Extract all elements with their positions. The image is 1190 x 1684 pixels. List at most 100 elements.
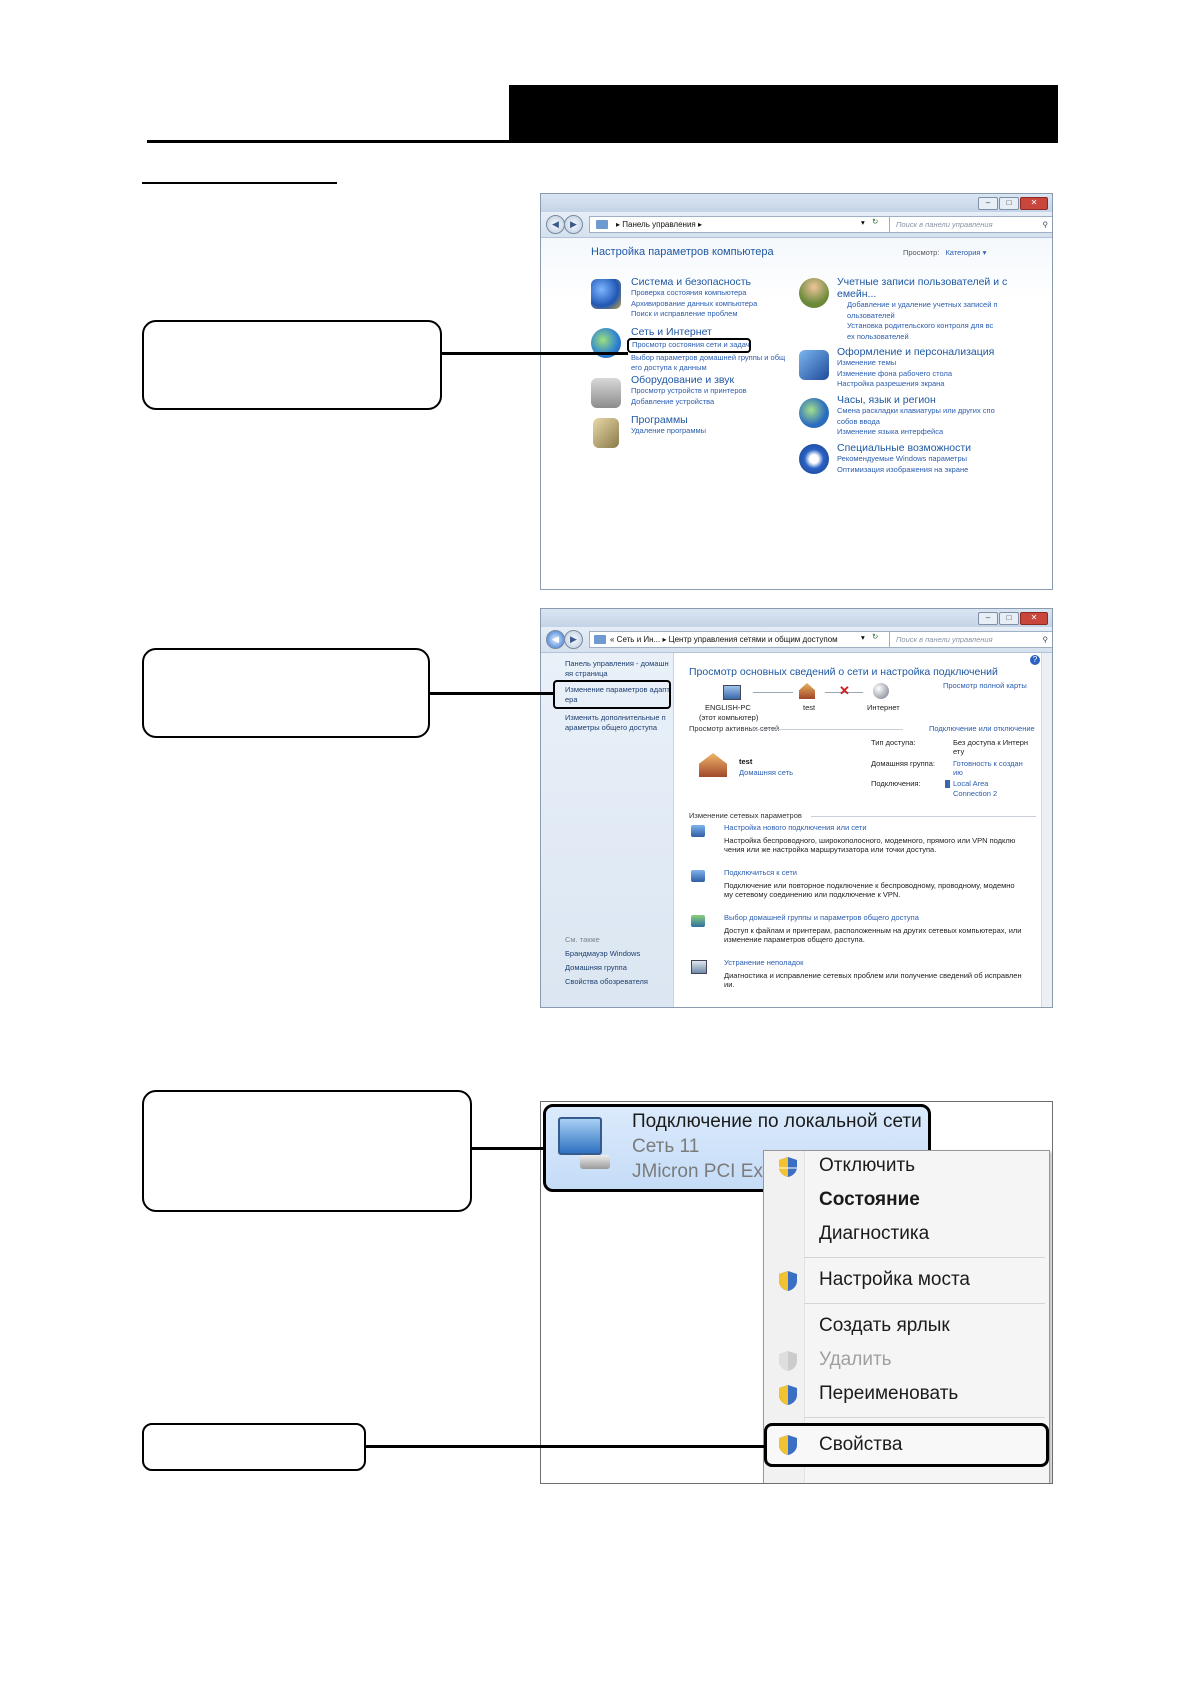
category-title[interactable]: Учетные записи пользователей и с [837, 276, 1008, 288]
category-title-cont[interactable]: емейн... [837, 288, 877, 300]
task-title[interactable]: Выбор домашней группы и параметров общег… [724, 913, 919, 922]
callout-box-4 [142, 1423, 366, 1471]
chevron-down-icon[interactable]: ▾ [982, 248, 987, 257]
category-link[interactable]: Выбор параметров домашней группы и общ [631, 352, 786, 362]
category-link[interactable]: Изменение темы [837, 358, 897, 367]
menu-item-shortcut[interactable]: Создать ярлык [764, 1311, 1049, 1343]
menu-item-label: Свойства [819, 1434, 903, 1455]
view-network-status-link[interactable]: Просмотр состояния сети и задач [627, 338, 751, 353]
category-link[interactable]: Просмотр устройств и принтеров [631, 386, 747, 395]
category-hardware: Оборудование и звук Просмотр устройств и… [631, 374, 747, 407]
close-button[interactable]: ✕ [1020, 197, 1048, 210]
see-also-link[interactable]: Домашняя группа [565, 963, 627, 972]
category-link[interactable]: Добавление устройства [631, 396, 715, 406]
task-desc: Диагностика и исправление сетевых пробле… [724, 971, 1022, 980]
scrollbar[interactable] [1041, 653, 1052, 1007]
menu-item-label: Удалить [819, 1349, 892, 1370]
task-title[interactable]: Подключиться к сети [724, 868, 797, 877]
network-center-window: – □ ✕ ◀ ▶ « Сеть и Ин... ▸ Центр управле… [540, 608, 1053, 1008]
menu-item-properties[interactable]: Свойства [764, 1423, 1049, 1467]
page-heading: Просмотр основных сведений о сети и наст… [689, 666, 998, 678]
address-bar: ◀ ▶ ▸ Панель управления ▸ ▾ ↻ Поиск в па… [541, 212, 1052, 238]
category-link[interactable]: Поиск и исправление проблем [631, 309, 738, 318]
personalization-icon [799, 350, 829, 380]
task-title[interactable]: Настройка нового подключения или сети [724, 823, 867, 832]
category-title[interactable]: Оформление и персонализация [837, 346, 995, 358]
menu-item-delete[interactable]: Удалить [764, 1345, 1049, 1377]
search-input[interactable]: Поиск в панели управления ⚲ [889, 631, 1052, 648]
search-input[interactable]: Поиск в панели управления ⚲ [889, 216, 1052, 233]
homegroup-value[interactable]: Готовность к создан [953, 759, 1023, 768]
category-link[interactable]: Изменение фона рабочего стола [837, 368, 952, 378]
category-link[interactable]: Установка родительского контроля для вс [847, 321, 994, 330]
access-type-value-cont: ету [953, 747, 965, 756]
minimize-button[interactable]: – [978, 612, 998, 625]
map-link-line [753, 692, 793, 693]
history-dropdown-icon[interactable]: ▾ [861, 218, 865, 227]
category-link[interactable]: Оптимизация изображения на экране [837, 464, 969, 474]
connection-link-cont[interactable]: Connection 2 [953, 789, 998, 798]
maximize-button[interactable]: □ [999, 197, 1019, 210]
task-title[interactable]: Устранение неполадок [724, 958, 804, 967]
homegroup-label: Домашняя группа: [871, 759, 935, 768]
category-link[interactable]: Проверка состояния компьютера [631, 288, 747, 297]
menu-item-label: Создать ярлык [819, 1315, 950, 1336]
category-link[interactable]: его доступа к данным [631, 363, 707, 372]
address-field[interactable]: ▸ Панель управления ▸ [589, 216, 897, 233]
menu-item-status[interactable]: Состояние [764, 1185, 1049, 1217]
category-link[interactable]: собов ввода [837, 416, 880, 426]
connect-disconnect-link[interactable]: Подключение или отключение [929, 724, 1035, 733]
category-title[interactable]: Часы, язык и регион [837, 394, 936, 406]
menu-item-bridge[interactable]: Настройка моста [764, 1265, 1049, 1297]
menu-item-diagnostics[interactable]: Диагностика [764, 1219, 1049, 1251]
full-map-link[interactable]: Просмотр полной карты [943, 681, 1027, 690]
category-link[interactable]: ользователей [847, 310, 895, 320]
category-link[interactable]: Изменение языка интерфейса [837, 427, 944, 436]
help-icon[interactable]: ? [1030, 655, 1040, 665]
category-system: Система и безопасность Проверка состояни… [631, 276, 757, 320]
category-link[interactable]: Смена раскладки клавиатуры или других сп… [837, 406, 995, 415]
forward-button[interactable]: ▶ [564, 215, 583, 234]
category-title[interactable]: Специальные возможности [837, 442, 972, 454]
category-title[interactable]: Оборудование и звук [631, 374, 735, 386]
address-field[interactable]: « Сеть и Ин... ▸ Центр управления сетями… [589, 631, 891, 648]
menu-item-rename[interactable]: Переименовать [764, 1379, 1049, 1411]
see-also-link[interactable]: Свойства обозревателя [565, 977, 648, 986]
category-link[interactable]: ех пользователей [847, 331, 909, 341]
connection-link[interactable]: Local Area [953, 779, 989, 788]
back-button[interactable]: ◀ [546, 215, 565, 234]
back-button[interactable]: ◀ [546, 630, 565, 649]
network-type-link[interactable]: Домашняя сеть [739, 768, 794, 777]
adapter-tile[interactable]: Подключение по локальной сети Сеть 11 JM… [543, 1104, 931, 1192]
task-desc: изменение параметров общего доступа. [724, 935, 865, 944]
category-title[interactable]: Система и безопасность [631, 276, 751, 288]
history-dropdown-icon[interactable]: ▾ [861, 633, 865, 642]
minimize-button[interactable]: – [978, 197, 998, 210]
see-also-link[interactable]: Брандмауэр Windows [565, 949, 641, 958]
menu-item-label: Настройка моста [819, 1269, 970, 1290]
category-title[interactable]: Сеть и Интернет [631, 326, 712, 338]
category-link[interactable]: Архивирование данных компьютера [631, 298, 758, 308]
maximize-button[interactable]: □ [999, 612, 1019, 625]
category-link[interactable]: Добавление и удаление учетных записей п [847, 300, 998, 309]
home-network-icon [799, 683, 815, 699]
category-link[interactable]: Настройка разрешения экрана [837, 379, 945, 388]
category-title[interactable]: Программы [631, 414, 688, 426]
change-adapter-settings-link[interactable]: Изменение параметров адапт ера [553, 680, 671, 709]
refresh-icon[interactable]: ↻ [872, 217, 879, 226]
sidebar-home-link[interactable]: Панель управления - домашн яя страница [565, 659, 669, 679]
view-by-value[interactable]: Категория [945, 248, 981, 257]
network-center-content: Панель управления - домашн яя страница И… [541, 653, 1052, 1007]
sidebar-sharing-link[interactable]: Изменить дополнительные п араметры общег… [565, 713, 666, 733]
category-network: Сеть и Интернет Просмотр состояния сети … [627, 326, 786, 374]
close-button[interactable]: ✕ [1020, 612, 1048, 625]
category-link[interactable]: Удаление программы [631, 426, 707, 435]
homegroup-value-cont[interactable]: ию [953, 768, 963, 777]
menu-item-label: Отключить [819, 1155, 916, 1176]
category-link[interactable]: Рекомендуемые Windows параметры [837, 454, 968, 463]
uac-shield-icon [779, 1385, 797, 1405]
forward-button[interactable]: ▶ [564, 630, 583, 649]
refresh-icon[interactable]: ↻ [872, 632, 879, 641]
menu-item-disable[interactable]: Отключить [764, 1151, 1049, 1183]
adapter-device: JMicron PCI Exp [632, 1161, 774, 1182]
